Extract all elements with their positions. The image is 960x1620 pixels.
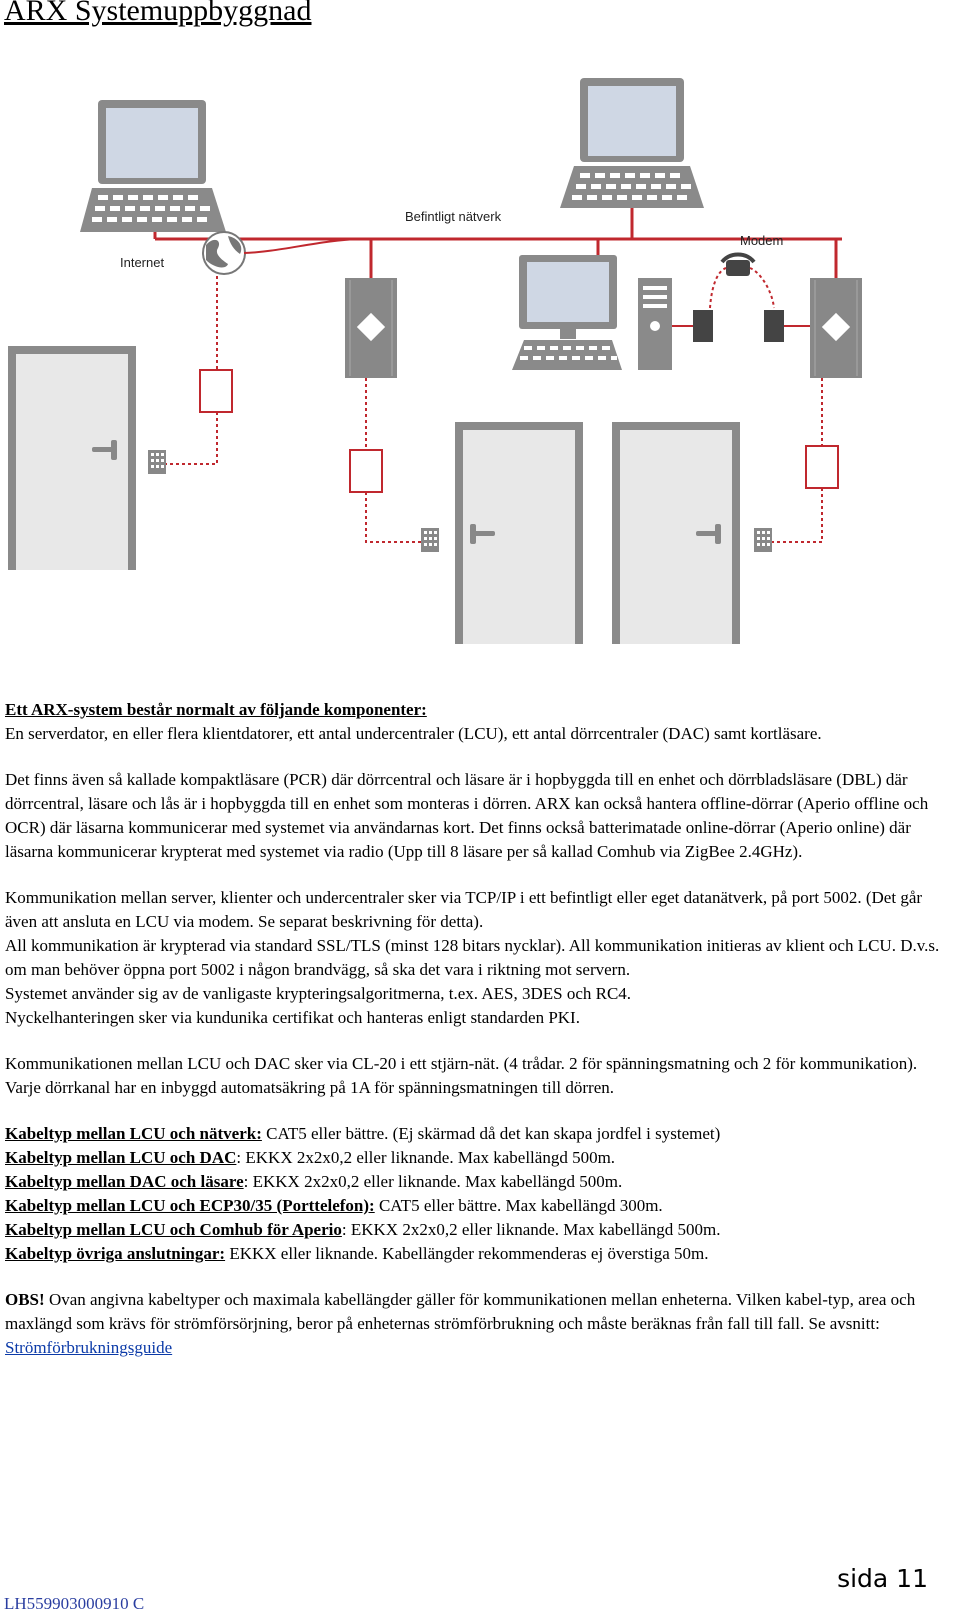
desktop-computer-icon [512,255,672,370]
cable-line: Kabeltyp mellan LCU och Comhub för Aperi… [5,1218,945,1242]
paragraph-2-line-3: Systemet använder sig av de vanligaste k… [5,984,632,1003]
cable-label: Kabeltyp mellan LCU och ECP30/35 (Portte… [5,1196,375,1215]
cable-line: Kabeltyp mellan LCU och nätverk: CAT5 el… [5,1122,945,1146]
lcu-left-icon [345,278,397,378]
cable-label: Kabeltyp övriga anslutningar: [5,1244,226,1263]
cable-text: CAT5 eller bättre. Max kabellängd 300m. [374,1196,663,1215]
page-number: sida 11 [837,1564,928,1593]
modem-right-icon [764,310,784,342]
card-reader-icon [349,449,383,493]
card-reader-icon [805,445,839,489]
document-id: LH559903000910 C [4,1594,145,1613]
intro-heading: Ett ARX-system består normalt av följand… [5,700,427,719]
door-right-icon [612,422,740,644]
paragraph-2-line-4: Nyckelhanteringen sker via kundunika cer… [5,1008,580,1027]
keypad-icon [421,528,439,552]
laptop-right-icon [560,78,704,208]
keypad-icon [148,450,166,474]
paragraph-2-line-1: Kommunikation mellan server, klienter oc… [5,888,923,931]
obs-label: OBS! [5,1290,45,1309]
card-reader-icon [199,369,233,413]
cable-text: : EKKX 2x2x0,2 eller liknande. Max kabel… [243,1172,623,1191]
paragraph-3: Kommunikationen mellan LCU och DAC sker … [5,1054,918,1097]
cable-label: Kabeltyp mellan LCU och DAC [5,1148,237,1167]
cable-label: Kabeltyp mellan DAC och läsare [5,1172,244,1191]
network-label: Befintligt nätverk [405,209,502,224]
system-diagram: Befintligt nätverk Internet [8,78,862,644]
door-middle-icon [455,422,583,644]
laptop-left-icon [80,100,226,232]
keypad-icon [754,528,772,552]
globe-icon [202,231,246,275]
cable-line: Kabeltyp mellan LCU och DAC: EKKX 2x2x0,… [5,1146,945,1170]
obs-text: Ovan angivna kabeltyper och maximala kab… [5,1290,916,1333]
page-title: ARX Systemuppbyggnad [4,0,312,27]
intro-text: En serverdator, en eller flera klientdat… [5,724,822,743]
cable-line: Kabeltyp övriga anslutningar: EKKX eller… [5,1242,945,1266]
body-text: Ett ARX-system består normalt av följand… [5,698,945,1360]
cable-label: Kabeltyp mellan LCU och nätverk: [5,1124,262,1143]
telephone-icon [720,252,756,276]
cable-label: Kabeltyp mellan LCU och Comhub för Aperi… [5,1220,342,1239]
cable-text: : EKKX 2x2x0,2 eller liknande. Max kabel… [236,1148,616,1167]
power-guide-link[interactable]: Strömförbrukningsguide [5,1338,173,1357]
obs-note: OBS! Ovan angivna kabeltyper och maximal… [5,1288,945,1360]
internet-label: Internet [120,255,164,270]
lcu-right-icon [810,278,862,378]
cable-text: : EKKX 2x2x0,2 eller liknande. Max kabel… [341,1220,721,1239]
cable-line: Kabeltyp mellan DAC och läsare: EKKX 2x2… [5,1170,945,1194]
paragraph-2-line-2: All kommunikation är krypterad via stand… [5,936,940,979]
door-left-icon [8,346,136,570]
modem-label: Modem [740,233,783,248]
modem-left-icon [693,310,713,342]
cable-line: Kabeltyp mellan LCU och ECP30/35 (Portte… [5,1194,945,1218]
cable-text: EKKX eller liknande. Kabellängder rekomm… [225,1244,709,1263]
cable-text: CAT5 eller bättre. (Ej skärmad då det ka… [261,1124,721,1143]
paragraph-1: Det finns även så kallade kompaktläsare … [5,770,929,861]
